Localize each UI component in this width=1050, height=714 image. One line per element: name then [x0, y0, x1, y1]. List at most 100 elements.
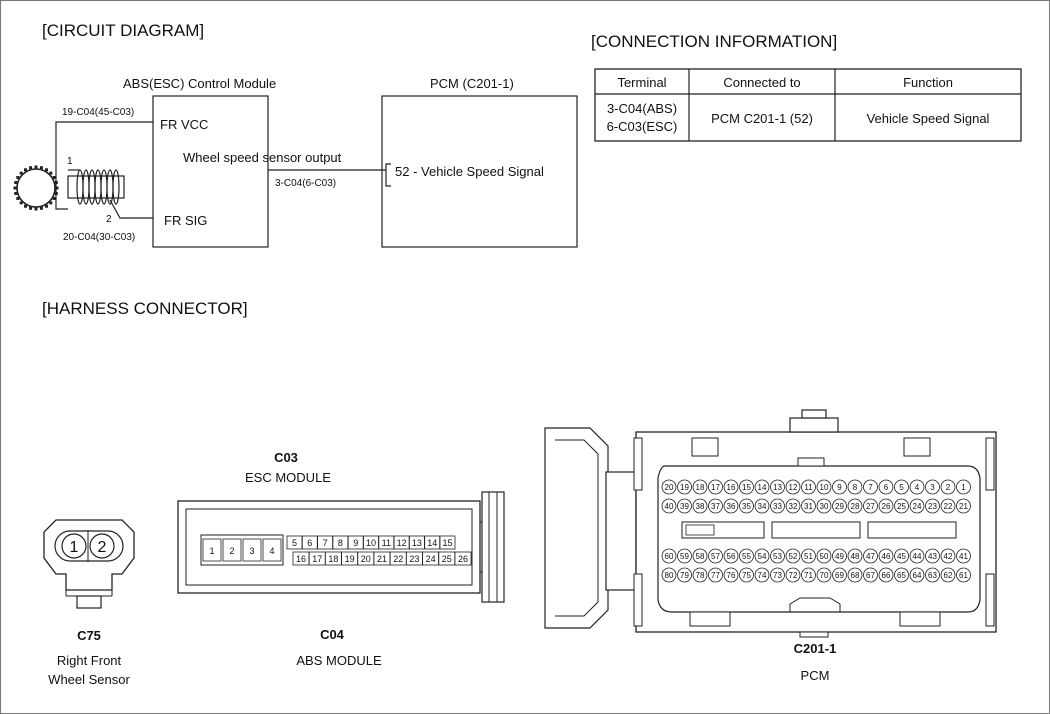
pcm-pin-41-label: 41	[959, 552, 968, 561]
c75-connector: 1 2	[43, 519, 135, 609]
pcm-pin-59-label: 59	[680, 552, 689, 561]
abs-pin-17-label: 17	[312, 554, 322, 564]
pcm-pin-67-label: 67	[866, 571, 875, 580]
pcm-pin-46-label: 46	[882, 552, 891, 561]
pcm-pin-36-label: 36	[727, 502, 736, 511]
pcm-pin-48	[847, 548, 863, 564]
pcm-pin-9	[832, 479, 847, 495]
pcm-pin-38	[692, 498, 708, 514]
pcm-pin-26	[878, 498, 894, 514]
pcm-pin-68-label: 68	[851, 571, 860, 580]
pcm-pin-35	[739, 498, 754, 514]
abs-pin-6-label: 6	[307, 538, 312, 548]
pcm-pin-12	[785, 479, 801, 495]
pcm-pin-9-label: 9	[837, 483, 842, 492]
pcm-pin-5-label: 5	[899, 483, 904, 492]
pcm-pin-45	[894, 548, 909, 564]
output-label: Wheel speed sensor output	[183, 150, 342, 165]
abs-pin-9-label: 9	[353, 538, 358, 548]
pcm-pin-24-label: 24	[913, 502, 922, 511]
abs-pin-18-label: 18	[328, 554, 338, 564]
pcm-pin-20	[661, 479, 677, 495]
pcm-pin-29-label: 29	[835, 502, 844, 511]
pcm-pin-43	[925, 548, 940, 564]
pcm-pin-80-label: 80	[665, 571, 674, 580]
abs-pin-4	[262, 538, 282, 562]
abs-pin-20-label: 20	[361, 554, 371, 564]
abs-pin-7-label: 7	[323, 538, 328, 548]
pcm-pin-61	[956, 567, 971, 583]
pcm-pin-49	[832, 548, 847, 564]
pcm-pin-3-label: 3	[930, 483, 935, 492]
abs-pin-22-label: 22	[393, 554, 403, 564]
pcm-pin-16	[723, 479, 739, 495]
pcm-pin-78	[692, 567, 708, 583]
pcm-pin-60	[661, 548, 677, 564]
pcm-pin-55-label: 55	[742, 552, 751, 561]
pcm-pin-5	[894, 479, 909, 495]
pcm-pin-29	[832, 498, 847, 514]
pcm-pin-47-label: 47	[866, 552, 875, 561]
pcm-pin-54-label: 54	[758, 552, 767, 561]
pcm-pin-66-label: 66	[882, 571, 891, 580]
abs-pin-3-label: 3	[249, 546, 254, 556]
pcm-pin-64-label: 64	[913, 571, 922, 580]
pcm-pin-40-label: 40	[665, 502, 674, 511]
pcm-pin-37-label: 37	[711, 502, 720, 511]
pcm-pin-61-label: 61	[959, 571, 968, 580]
abs-pin-3	[242, 538, 262, 562]
abs-pin-24-label: 24	[426, 554, 436, 564]
pcm-pin-25	[894, 498, 909, 514]
pcm-pin-49-label: 49	[835, 552, 844, 561]
pcm-pin-47	[863, 548, 878, 564]
abs-pin-8-label: 8	[338, 538, 343, 548]
pcm-pin-45-label: 45	[897, 552, 906, 561]
abs-pin-1	[202, 538, 222, 562]
pcm-pin-19-label: 19	[680, 483, 689, 492]
wire-bottom-label: 20-C04(30-C03)	[63, 232, 135, 243]
pcm-pin-54	[754, 548, 770, 564]
pcm-pin-10	[816, 479, 832, 495]
header-function: Function	[903, 75, 953, 90]
pcm-pin-60-label: 60	[665, 552, 674, 561]
pcm-connector-code: C201-1	[794, 641, 837, 656]
abs-pin-15	[439, 535, 456, 550]
pcm-pin-75	[739, 567, 754, 583]
abs-control-module-box	[152, 95, 269, 248]
connection-table: Terminal Connected to Function 3-C04(ABS…	[594, 68, 1022, 142]
pcm-pin-55	[739, 548, 754, 564]
pcm-pin-6	[878, 479, 894, 495]
pcm-pin-label: 52 - Vehicle Speed Signal	[395, 164, 544, 179]
abs-pin-13-label: 13	[412, 538, 422, 548]
pcm-pin-33-label: 33	[773, 502, 782, 511]
sensor-pin-2-label: 2	[106, 214, 112, 225]
pcm-pin-65-label: 65	[897, 571, 906, 580]
c03-name: ESC MODULE	[245, 470, 331, 485]
abs-pin-26	[454, 551, 472, 566]
pcm-pin-79-label: 79	[680, 571, 689, 580]
pcm-pin-57-label: 57	[711, 552, 720, 561]
pcm-pin-12-label: 12	[789, 483, 798, 492]
abs-pin-11-label: 11	[382, 538, 391, 548]
c75-name-line-1: Right Front	[57, 653, 122, 668]
pcm-pin-38-label: 38	[696, 502, 705, 511]
pcm-pin-13	[770, 479, 785, 495]
pcm-pin-27	[863, 498, 878, 514]
connection-info-title: [CONNECTION INFORMATION]	[591, 32, 837, 51]
pcm-pin-13-label: 13	[773, 483, 782, 492]
pcm-pin-62-label: 62	[944, 571, 953, 580]
pcm-pin-77-label: 77	[711, 571, 720, 580]
abs-pin-1-label: 1	[209, 546, 214, 556]
pcm-pin-31	[801, 498, 816, 514]
abs-pin-19-label: 19	[345, 554, 355, 564]
harness-connector-title: [HARNESS CONNECTOR]	[42, 299, 248, 318]
pcm-pin-50-label: 50	[820, 552, 829, 561]
pcm-pin-46	[878, 548, 894, 564]
pcm-pin-19	[677, 479, 692, 495]
pcm-pin-14-label: 14	[758, 483, 767, 492]
pcm-pin-31-label: 31	[804, 502, 813, 511]
c75-pin-1-label: 1	[70, 539, 79, 556]
